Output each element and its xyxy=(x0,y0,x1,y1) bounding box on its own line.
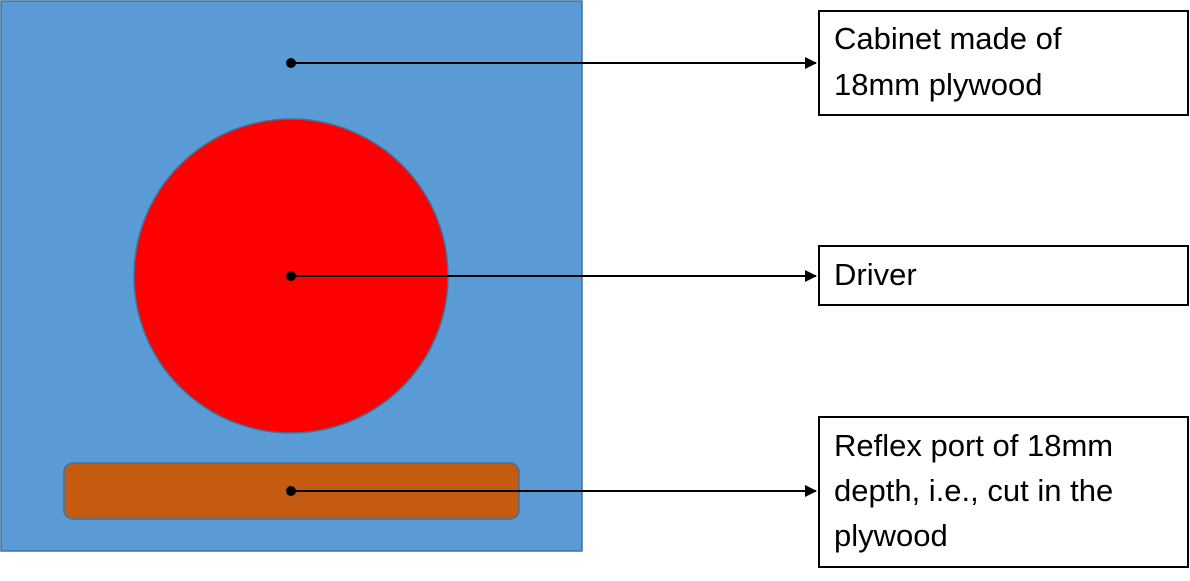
leader-port xyxy=(286,485,817,497)
leader-driver xyxy=(286,270,817,282)
leader-cabinet xyxy=(286,57,817,69)
callout-cabinet-text: Cabinet made of 18mm plywood xyxy=(834,21,1062,102)
callout-port-text: Reflex port of 18mm depth, i.e., cut in … xyxy=(834,428,1114,553)
callout-cabinet: Cabinet made of 18mm plywood xyxy=(818,10,1189,116)
callout-driver: Driver xyxy=(818,245,1189,306)
callout-port: Reflex port of 18mm depth, i.e., cut in … xyxy=(818,416,1189,568)
callout-driver-text: Driver xyxy=(834,257,917,292)
